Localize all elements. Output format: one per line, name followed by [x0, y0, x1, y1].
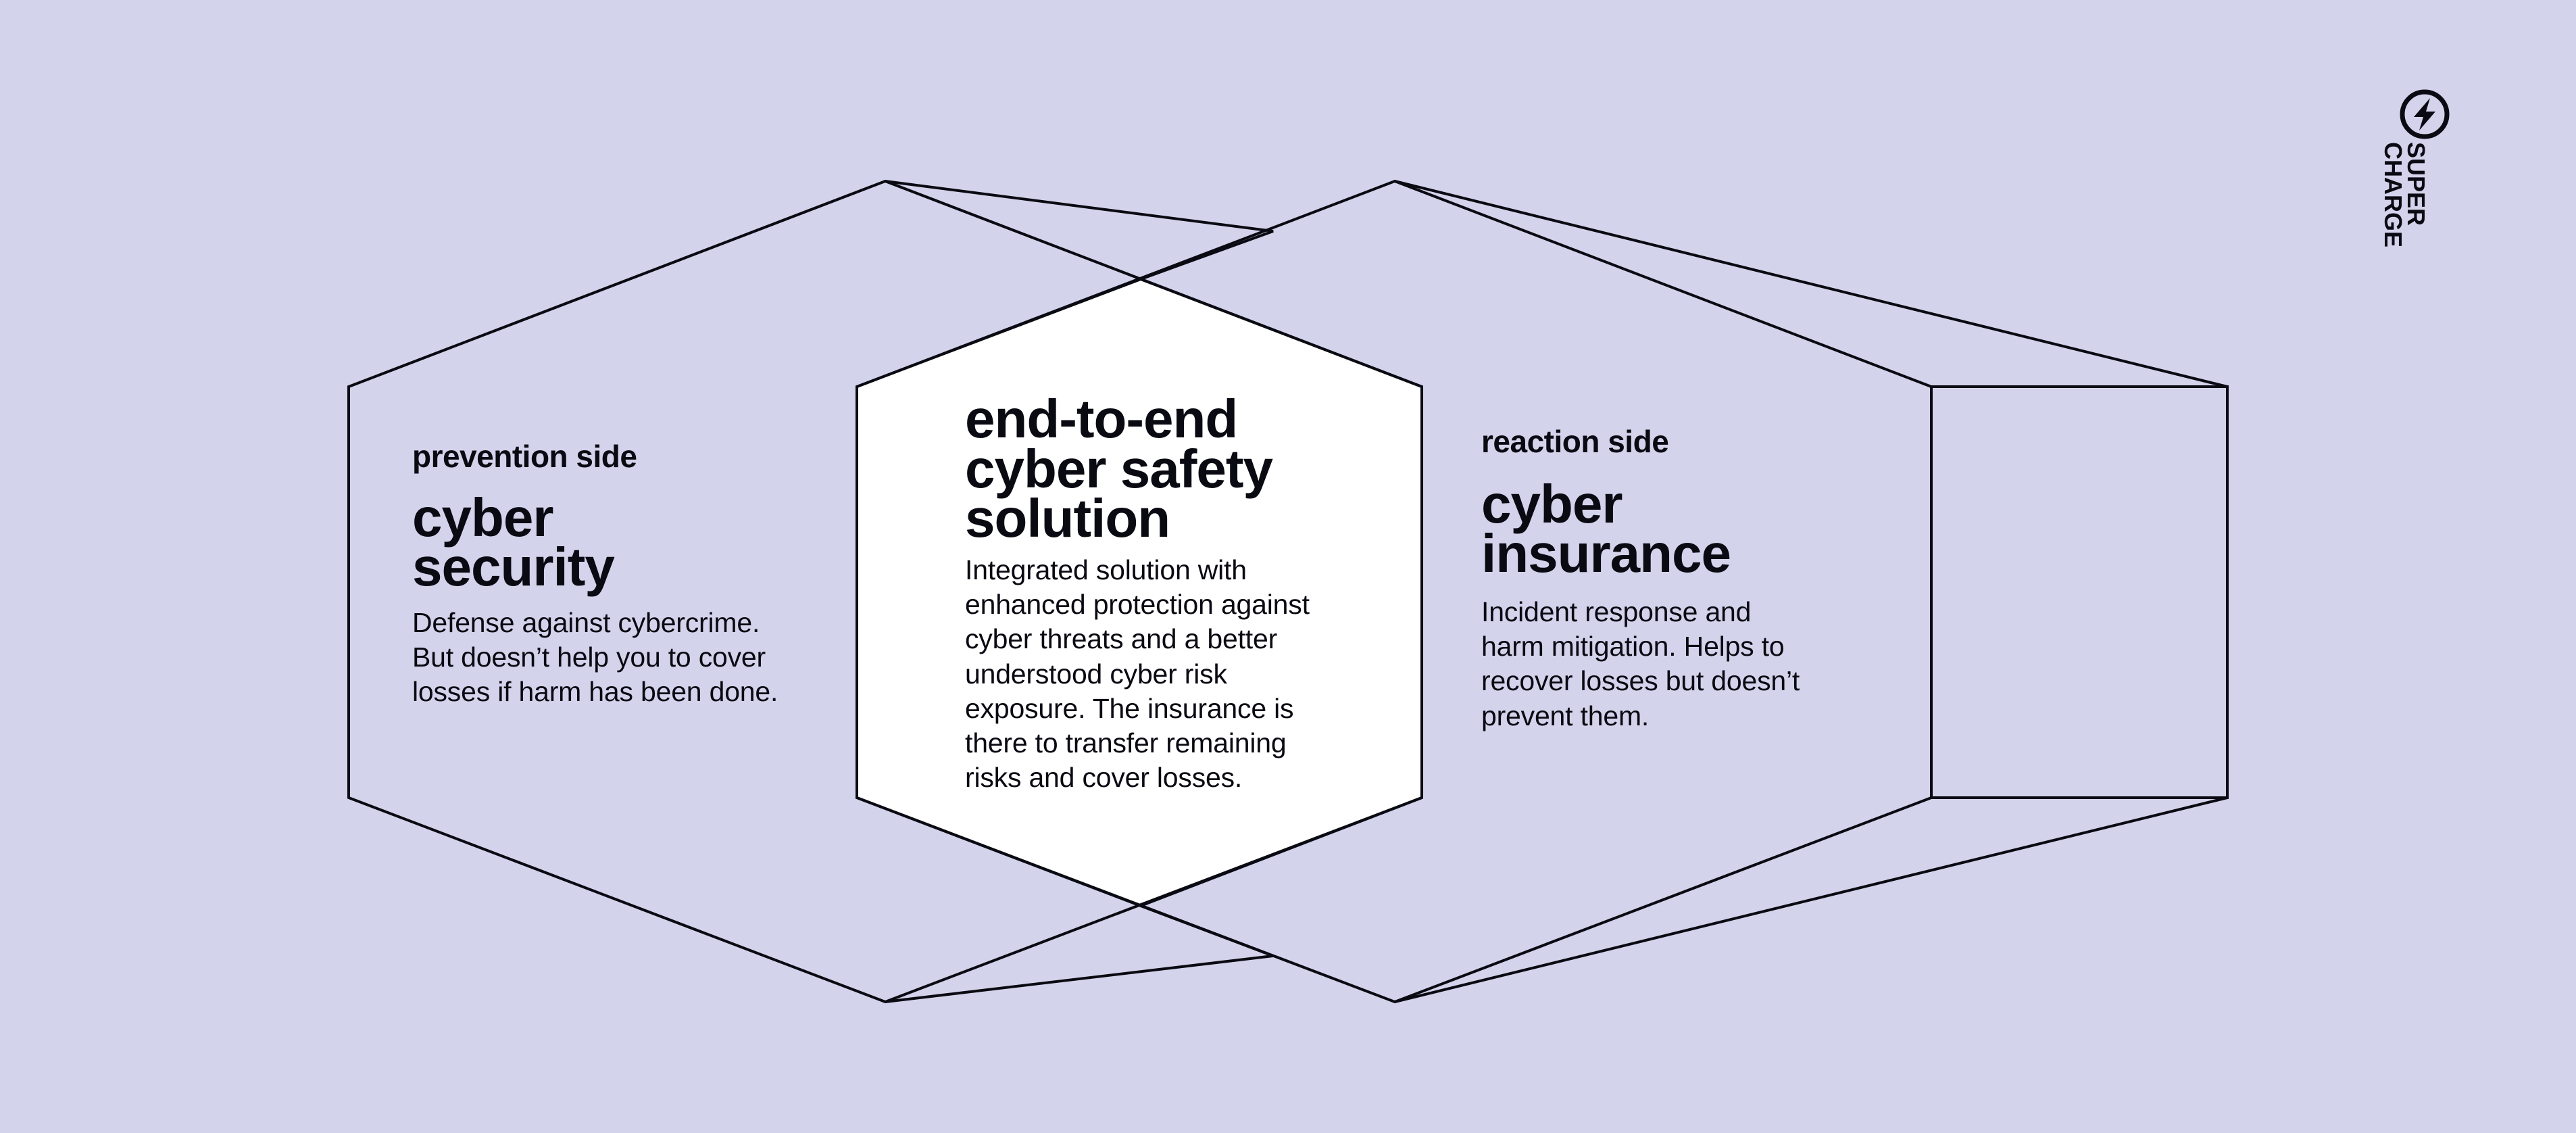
prevention-top-back-edge [885, 180, 1274, 281]
solution-section: end-to-end cyber safety solution Integra… [965, 392, 1370, 796]
solution-body-line: enhanced protection against [965, 589, 1310, 621]
solution-body-line: exposure. The insurance is [965, 692, 1294, 724]
prevention-kicker: prevention side [412, 439, 637, 474]
lightning-circle-icon [2400, 89, 2450, 139]
solution-heading-line1: end-to-end [965, 389, 1238, 449]
reaction-body-line: prevent them. [1481, 700, 1650, 731]
brand-logo [2392, 85, 2453, 260]
reaction-description: Incident response and harm mitigation. H… [1481, 595, 1887, 733]
reaction-body-line: harm mitigation. Helps to [1481, 631, 1785, 662]
brand-wordmark: SUPER CHARGE [2379, 142, 2430, 248]
reaction-top-back-edge [1394, 180, 2228, 388]
reaction-kicker: reaction side [1481, 424, 1669, 459]
prevention-description: Defense against cybercrime. But doesn’t … [412, 606, 845, 710]
prevention-heading: cyber security [412, 490, 845, 594]
reaction-heading-line2: insurance [1481, 523, 1731, 584]
reaction-side-section: reaction side cyber insurance Incident r… [1481, 425, 1887, 733]
reaction-heading: cyber insurance [1481, 477, 1887, 581]
solution-body-line: risks and cover losses. [965, 762, 1243, 794]
prevention-bottom-back-edge [885, 905, 1274, 1003]
solution-heading-line3: solution [965, 488, 1170, 549]
reaction-body-line: recover losses but doesn’t [1481, 665, 1800, 697]
solution-body-line: cyber threats and a better [965, 623, 1278, 655]
solution-body-line: understood cyber risk [965, 658, 1227, 690]
solution-body-line: Integrated solution with [965, 554, 1247, 585]
prevention-body-line: losses if harm has been done. [412, 676, 778, 708]
prevention-body-line: Defense against cybercrime. [412, 606, 760, 638]
solution-heading: end-to-end cyber safety solution [965, 392, 1370, 546]
reaction-body-line: Incident response and [1481, 596, 1752, 627]
prevention-side-section: prevention side cyber security Defense a… [412, 439, 845, 710]
solution-heading-line2: cyber safety [965, 438, 1273, 499]
prevention-heading-line1: cyber [412, 487, 553, 548]
prevention-heading-line2: security [412, 537, 615, 598]
prevention-body-line: But doesn’t help you to cover [412, 642, 766, 673]
solution-body-line: there to transfer remaining [965, 727, 1287, 759]
solution-description: Integrated solution with enhanced protec… [965, 553, 1370, 796]
reaction-heading-line1: cyber [1481, 473, 1623, 534]
brand-line1: SUPER [2402, 142, 2430, 226]
reaction-side-face [1930, 385, 2229, 799]
reaction-bottom-back-edge [1394, 796, 2228, 1003]
brand-line2: CHARGE [2379, 142, 2407, 248]
